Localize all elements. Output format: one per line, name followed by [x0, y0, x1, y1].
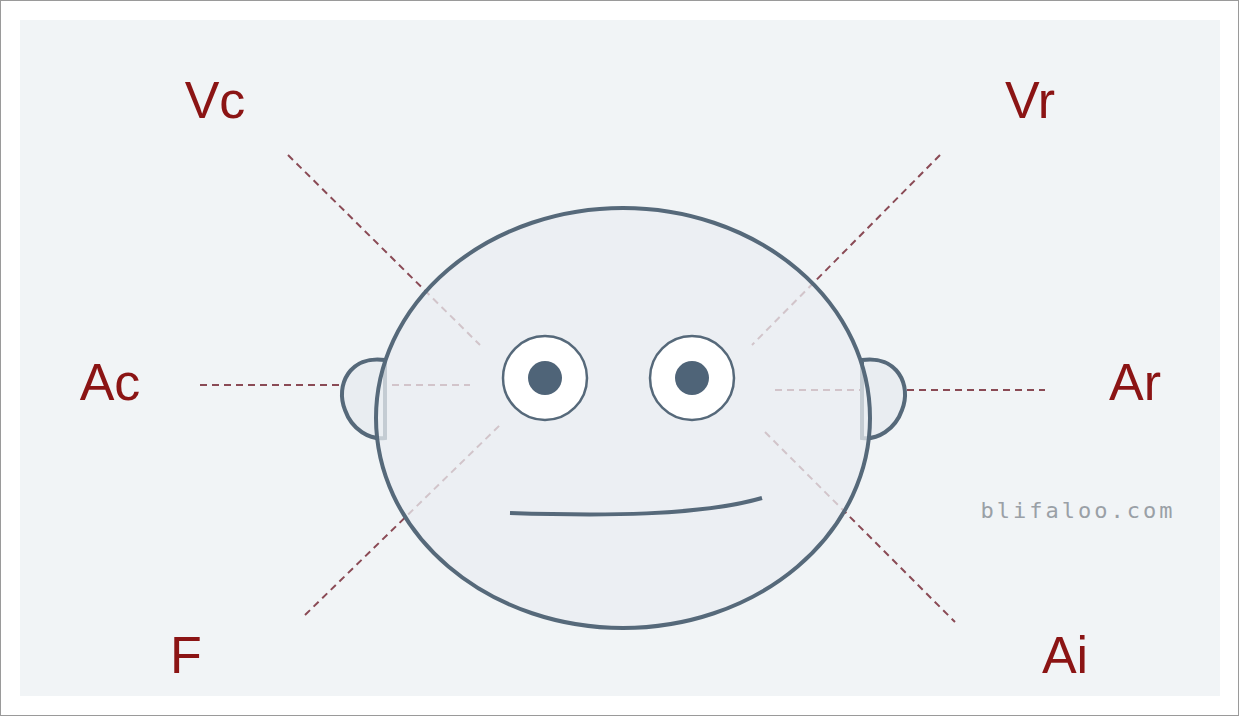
direction-label: F: [170, 629, 202, 681]
watermark: blifaloo.com: [981, 500, 1176, 522]
direction-label: Ac: [80, 356, 141, 408]
direction-label: Ar: [1109, 356, 1161, 408]
direction-label: Vr: [1005, 74, 1055, 126]
face: [342, 208, 905, 628]
direction-label: Vc: [185, 74, 246, 126]
direction-label: Ai: [1042, 629, 1088, 681]
